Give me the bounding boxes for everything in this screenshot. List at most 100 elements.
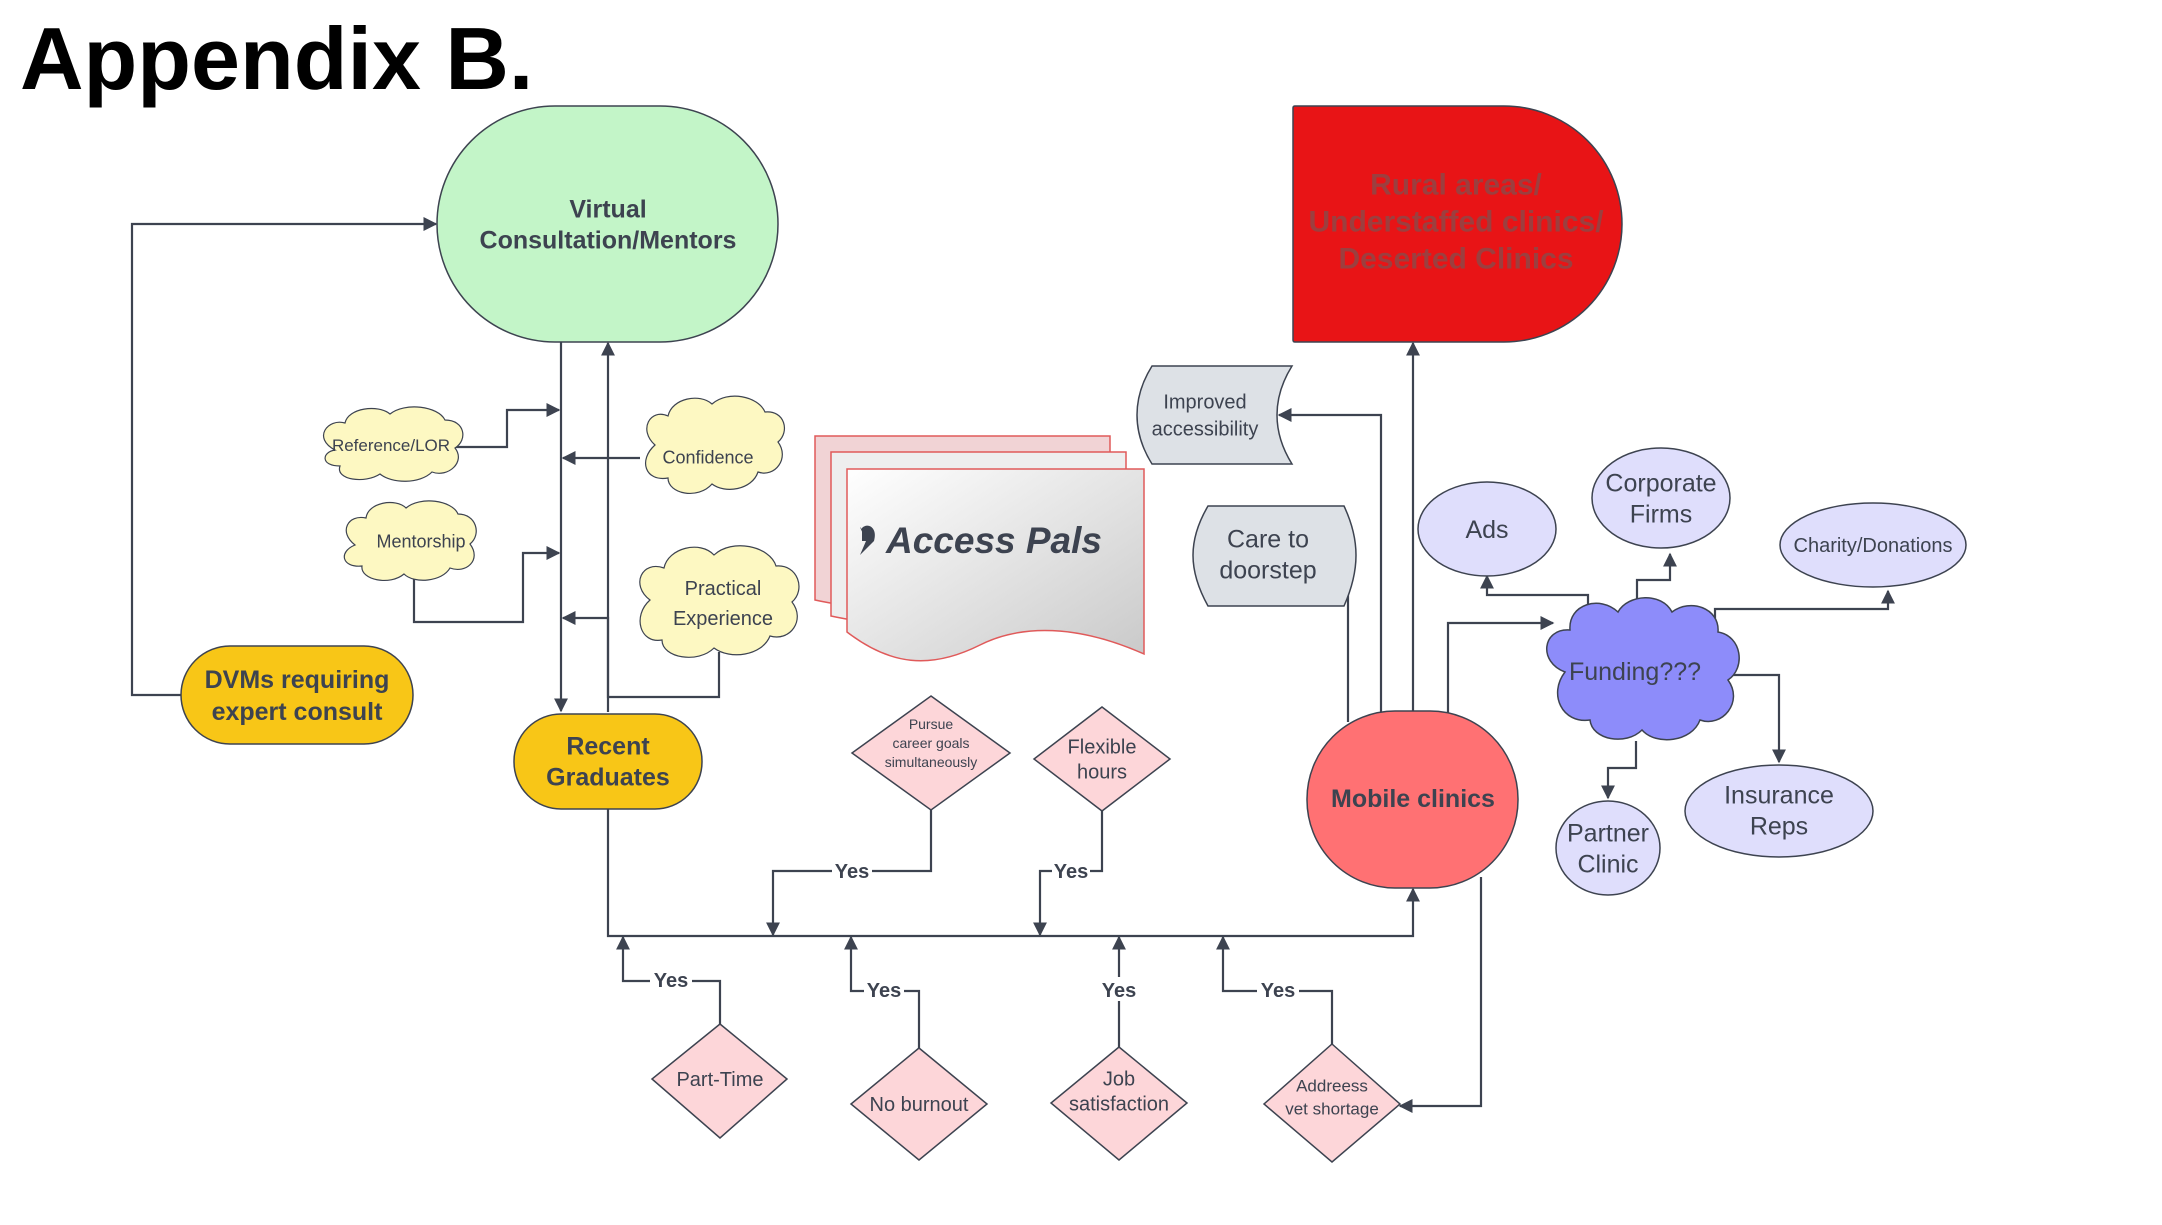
edge-funding-to-partner: [1601, 741, 1638, 800]
label-line: Virtual: [569, 195, 646, 223]
label-line: Improved: [1163, 392, 1246, 414]
edge-mobile-to-improved: [1277, 408, 1383, 714]
edge-mentorship: [412, 546, 561, 624]
edge-funding-to-insurance: [1725, 673, 1786, 764]
part-time-label: Part-Time: [676, 1069, 763, 1091]
confidence-label: Confidence: [662, 447, 753, 467]
edge-funding-to-corporate: [1635, 552, 1677, 607]
label-line: Understaffed clinics/: [1308, 206, 1604, 239]
label-line: expert consult: [212, 698, 384, 726]
ads-node: Ads: [1417, 481, 1557, 577]
label-line: Partner: [1567, 819, 1649, 847]
label-line: Pursue: [909, 716, 954, 732]
label-line: Job: [1103, 1069, 1135, 1091]
label-line: Part-Time: [676, 1069, 763, 1091]
pursue-career-node: Pursue career goals simultaneously: [850, 695, 1012, 811]
label-line: Ads: [1465, 516, 1508, 544]
label-line: Flexible: [1068, 737, 1137, 759]
label-line: Reps: [1750, 812, 1808, 840]
edge-labels: Yes Yes Yes Yes Yes Yes: [650, 858, 1299, 1002]
charity-label: Charity/Donations: [1794, 535, 1953, 557]
yes-label: Yes: [835, 861, 869, 883]
yes-label: Yes: [867, 980, 901, 1002]
label-line: Corporate: [1605, 469, 1716, 497]
edge-reference: [455, 403, 561, 449]
label-line: DVMs requiring: [205, 666, 390, 694]
rural-label: Rural areas/Understaffed clinics/Deserte…: [1308, 169, 1604, 276]
label-line: Deserted Clinics: [1338, 243, 1573, 276]
page-title: Appendix B.: [20, 9, 534, 108]
label-line: Rural areas/: [1370, 169, 1542, 202]
label-line: No burnout: [870, 1094, 969, 1116]
label-line: Experience: [673, 608, 773, 630]
label-line: hours: [1077, 762, 1127, 784]
label-line: vet shortage: [1285, 1099, 1379, 1118]
reference-label: Reference/LOR: [332, 436, 450, 455]
edge-practical: [561, 611, 721, 699]
label-line: Addreess: [1296, 1076, 1368, 1095]
yes-label: Yes: [1054, 861, 1088, 883]
edge-funding-to-charity: [1713, 589, 1895, 633]
label-line: accessibility: [1152, 419, 1259, 441]
label-line: Clinic: [1577, 850, 1638, 878]
yes-label: Yes: [1102, 980, 1136, 1002]
label-line: Insurance: [1724, 781, 1834, 809]
label-line: Mobile clinics: [1331, 785, 1495, 813]
improved-accessibility-node: Improved accessibility: [1136, 365, 1294, 465]
edge-graduates-to-mobile: [606, 808, 1420, 938]
mobile-clinics-node: Mobile clinics: [1306, 710, 1519, 889]
pursue-label: Pursue career goals simultaneously: [885, 716, 978, 770]
ads-label: Ads: [1465, 516, 1508, 544]
label-line: simultaneously: [885, 754, 978, 770]
dvms-node: DVMs requiring expert consult: [180, 645, 414, 745]
addreess-label: Addreess vet shortage: [1285, 1076, 1379, 1118]
label-line: Funding???: [1569, 658, 1701, 686]
charity-donations-node: Charity/Donations: [1779, 502, 1967, 588]
funding-label: Funding???: [1569, 658, 1701, 686]
access-pals-label: Access Pals: [885, 520, 1102, 561]
yes-label: Yes: [654, 970, 688, 992]
address-vet-shortage-node: Addreess vet shortage: [1262, 1042, 1402, 1163]
flexible-label: Flexible hours: [1068, 737, 1137, 784]
edge-mobile-to-funding: [1446, 616, 1555, 716]
edge-mobile-to-addreess: [1398, 877, 1483, 1113]
funding-node: Funding???: [1546, 597, 1740, 741]
flexible-hours-node: Flexible hours: [1032, 706, 1172, 812]
label-line: career goals: [892, 735, 969, 751]
mentorship-label: Mentorship: [376, 531, 465, 551]
access-pals-logo: Access Pals: [814, 435, 1145, 662]
label-line: Firms: [1630, 500, 1692, 528]
confidence-node: Confidence: [645, 395, 786, 494]
edge-dvms-to-virtual: [130, 217, 438, 697]
mobile-label: Mobile clinics: [1331, 785, 1495, 813]
no-burnout-node: No burnout: [849, 1047, 989, 1161]
label-line: Graduates: [546, 763, 670, 791]
label-line: doorstep: [1219, 556, 1316, 584]
improved-label: Improved accessibility: [1152, 392, 1259, 441]
part-time-node: Part-Time: [650, 1023, 789, 1139]
label-line: Mentorship: [376, 531, 465, 551]
edge-funding-to-ads: [1480, 574, 1590, 614]
yes-label: Yes: [1261, 980, 1295, 1002]
dvms-label: DVMs requiring expert consult: [205, 666, 390, 726]
label-line: Charity/Donations: [1794, 535, 1953, 557]
mentorship-node: Mentorship: [343, 500, 477, 582]
